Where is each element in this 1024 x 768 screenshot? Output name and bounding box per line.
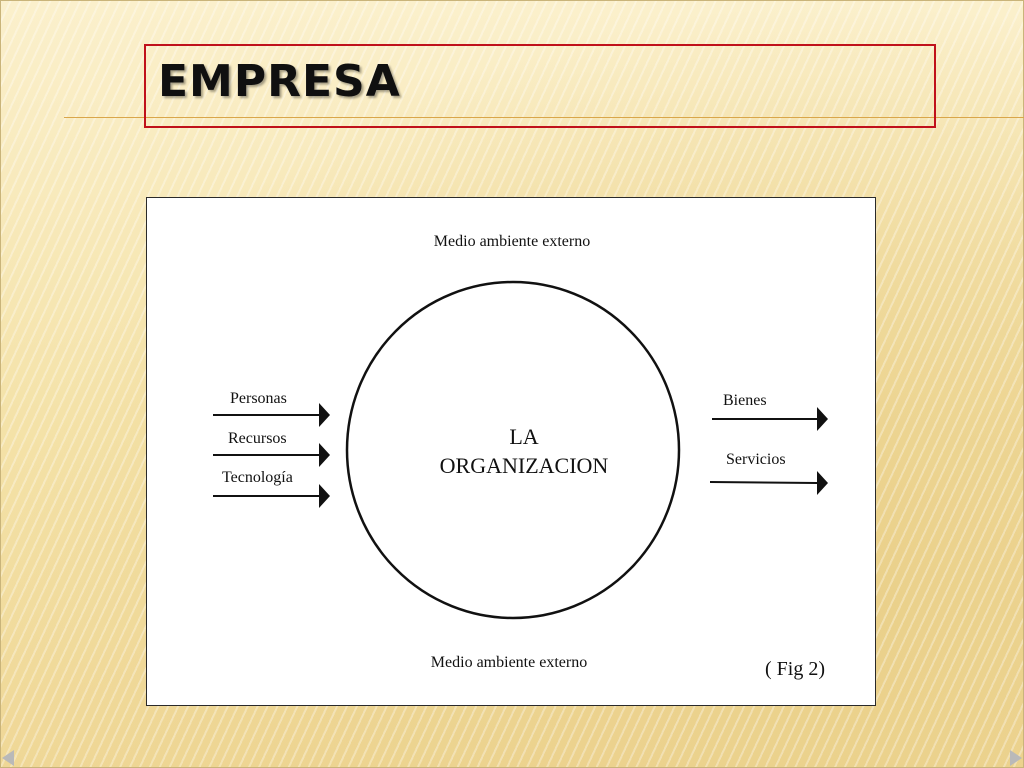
organization-label-line2: ORGANIZACION: [439, 453, 609, 478]
input-arrow-recursos: [213, 443, 330, 467]
input-arrow-personas: [213, 403, 330, 427]
organization-circle: [345, 280, 681, 620]
input-label-personas: Personas: [230, 390, 287, 407]
slide-title: EMPRESA: [158, 56, 401, 107]
input-label-tecnologia: Tecnología: [222, 469, 293, 486]
output-label-servicios: Servicios: [726, 451, 786, 468]
output-arrow-bienes: [712, 407, 828, 431]
triangle-left-icon[interactable]: [2, 750, 14, 766]
diagram-drawing: [213, 280, 828, 620]
input-arrow-tecnologia: [213, 484, 330, 508]
organization-label-line1: LA: [509, 424, 539, 449]
output-arrow-servicios: [709, 471, 828, 495]
input-label-recursos: Recursos: [228, 430, 287, 447]
environment-label-top: Medio ambiente externo: [433, 233, 591, 250]
title-rule: [64, 117, 1024, 118]
figure-caption: ( Fig 2): [765, 658, 825, 680]
diagram-figure: Medio ambiente externo Personas Recursos…: [146, 197, 876, 706]
triangle-right-icon[interactable]: [1010, 750, 1022, 766]
organization-label: LA ORGANIZACION: [413, 422, 635, 480]
output-label-bienes: Bienes: [723, 392, 767, 409]
environment-label-bottom: Medio ambiente externo: [430, 654, 588, 671]
title-box: EMPRESA: [144, 44, 936, 128]
